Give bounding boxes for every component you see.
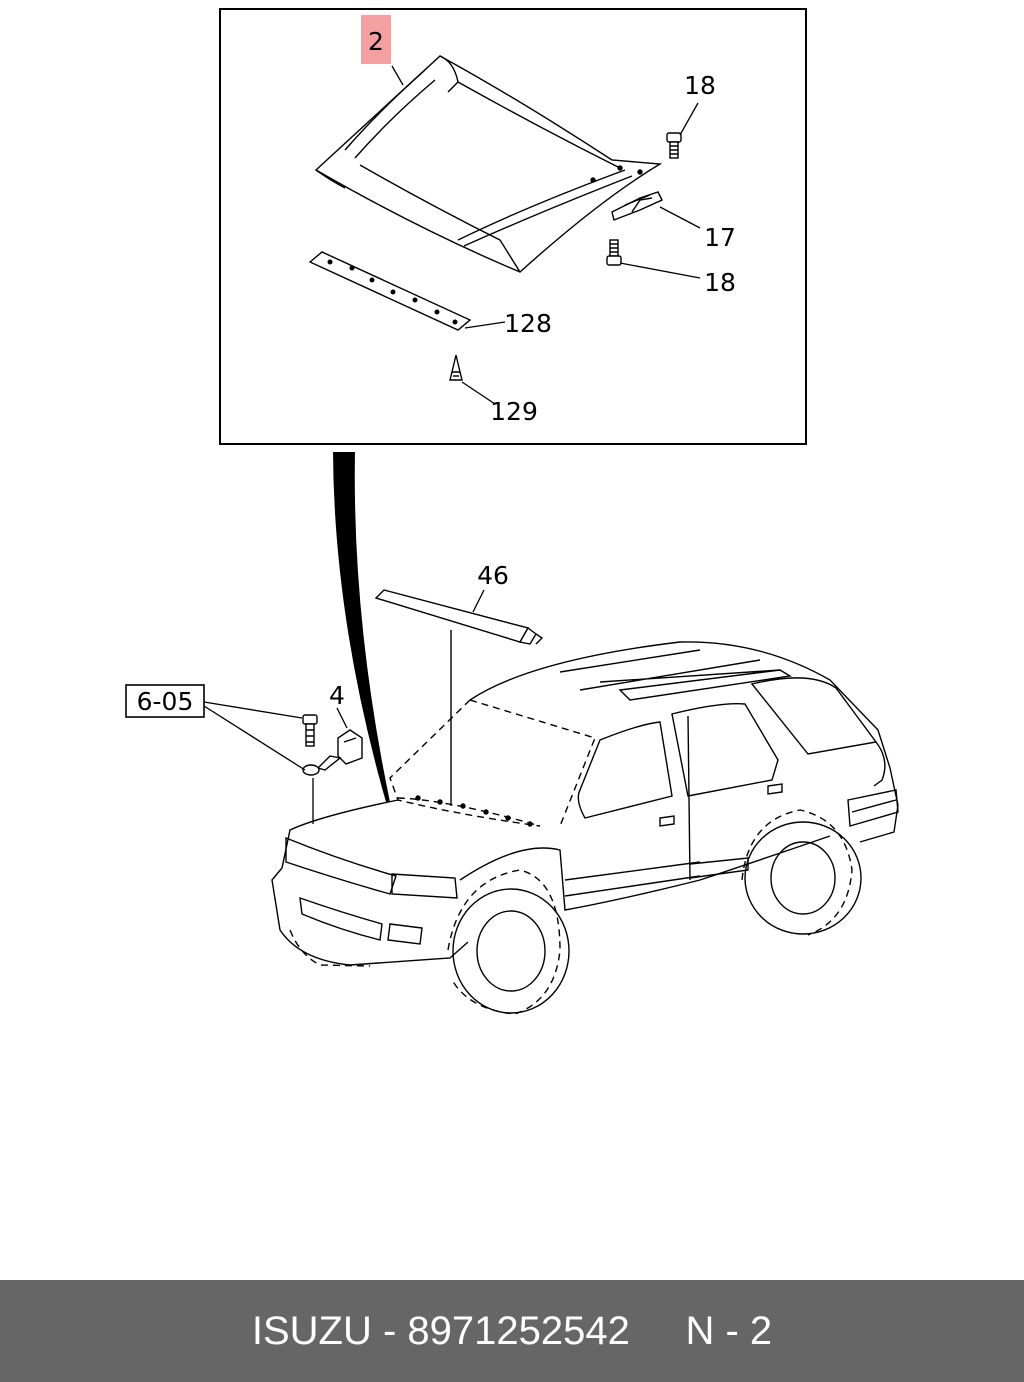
callout-bolt-upper: 18 — [684, 71, 716, 100]
detail-leaders — [391, 65, 701, 405]
detail-pointer — [333, 452, 390, 802]
callout-bumper-stop: 4 — [329, 681, 345, 710]
vehicle-leaders — [203, 589, 485, 824]
callout-seal-strip: 128 — [504, 309, 552, 338]
vehicle-outline — [271, 630, 899, 1015]
callout-clip: 129 — [490, 397, 538, 426]
brand-label: ISUZU — [251, 1308, 372, 1353]
ref-box — [125, 684, 205, 718]
callout-hood: 2 — [368, 27, 384, 56]
hood-panel — [314, 55, 663, 273]
footer-bar: ISUZU - 8971252542 N - 2 — [0, 1280, 1024, 1382]
footer-gap — [630, 1309, 686, 1354]
callout-weatherstrip: 46 — [477, 561, 509, 590]
clip — [449, 354, 463, 381]
hinge-assembly — [606, 132, 682, 266]
callout-bolt-lower: 18 — [704, 268, 736, 297]
callout-hinge: 17 — [704, 223, 736, 252]
footer-separator: - — [371, 1308, 408, 1353]
weatherstrip — [374, 589, 544, 645]
detail-frame — [219, 8, 807, 445]
bumper-stop — [302, 714, 363, 776]
callout-highlight — [361, 15, 391, 64]
callout-ref: 6-05 — [137, 687, 194, 716]
parts-diagram: 2 18 17 18 128 129 — [125, 8, 899, 1015]
page-reference: N - 2 — [685, 1308, 773, 1353]
seal-strip — [308, 251, 472, 331]
part-number: 8971252542 — [407, 1308, 630, 1353]
